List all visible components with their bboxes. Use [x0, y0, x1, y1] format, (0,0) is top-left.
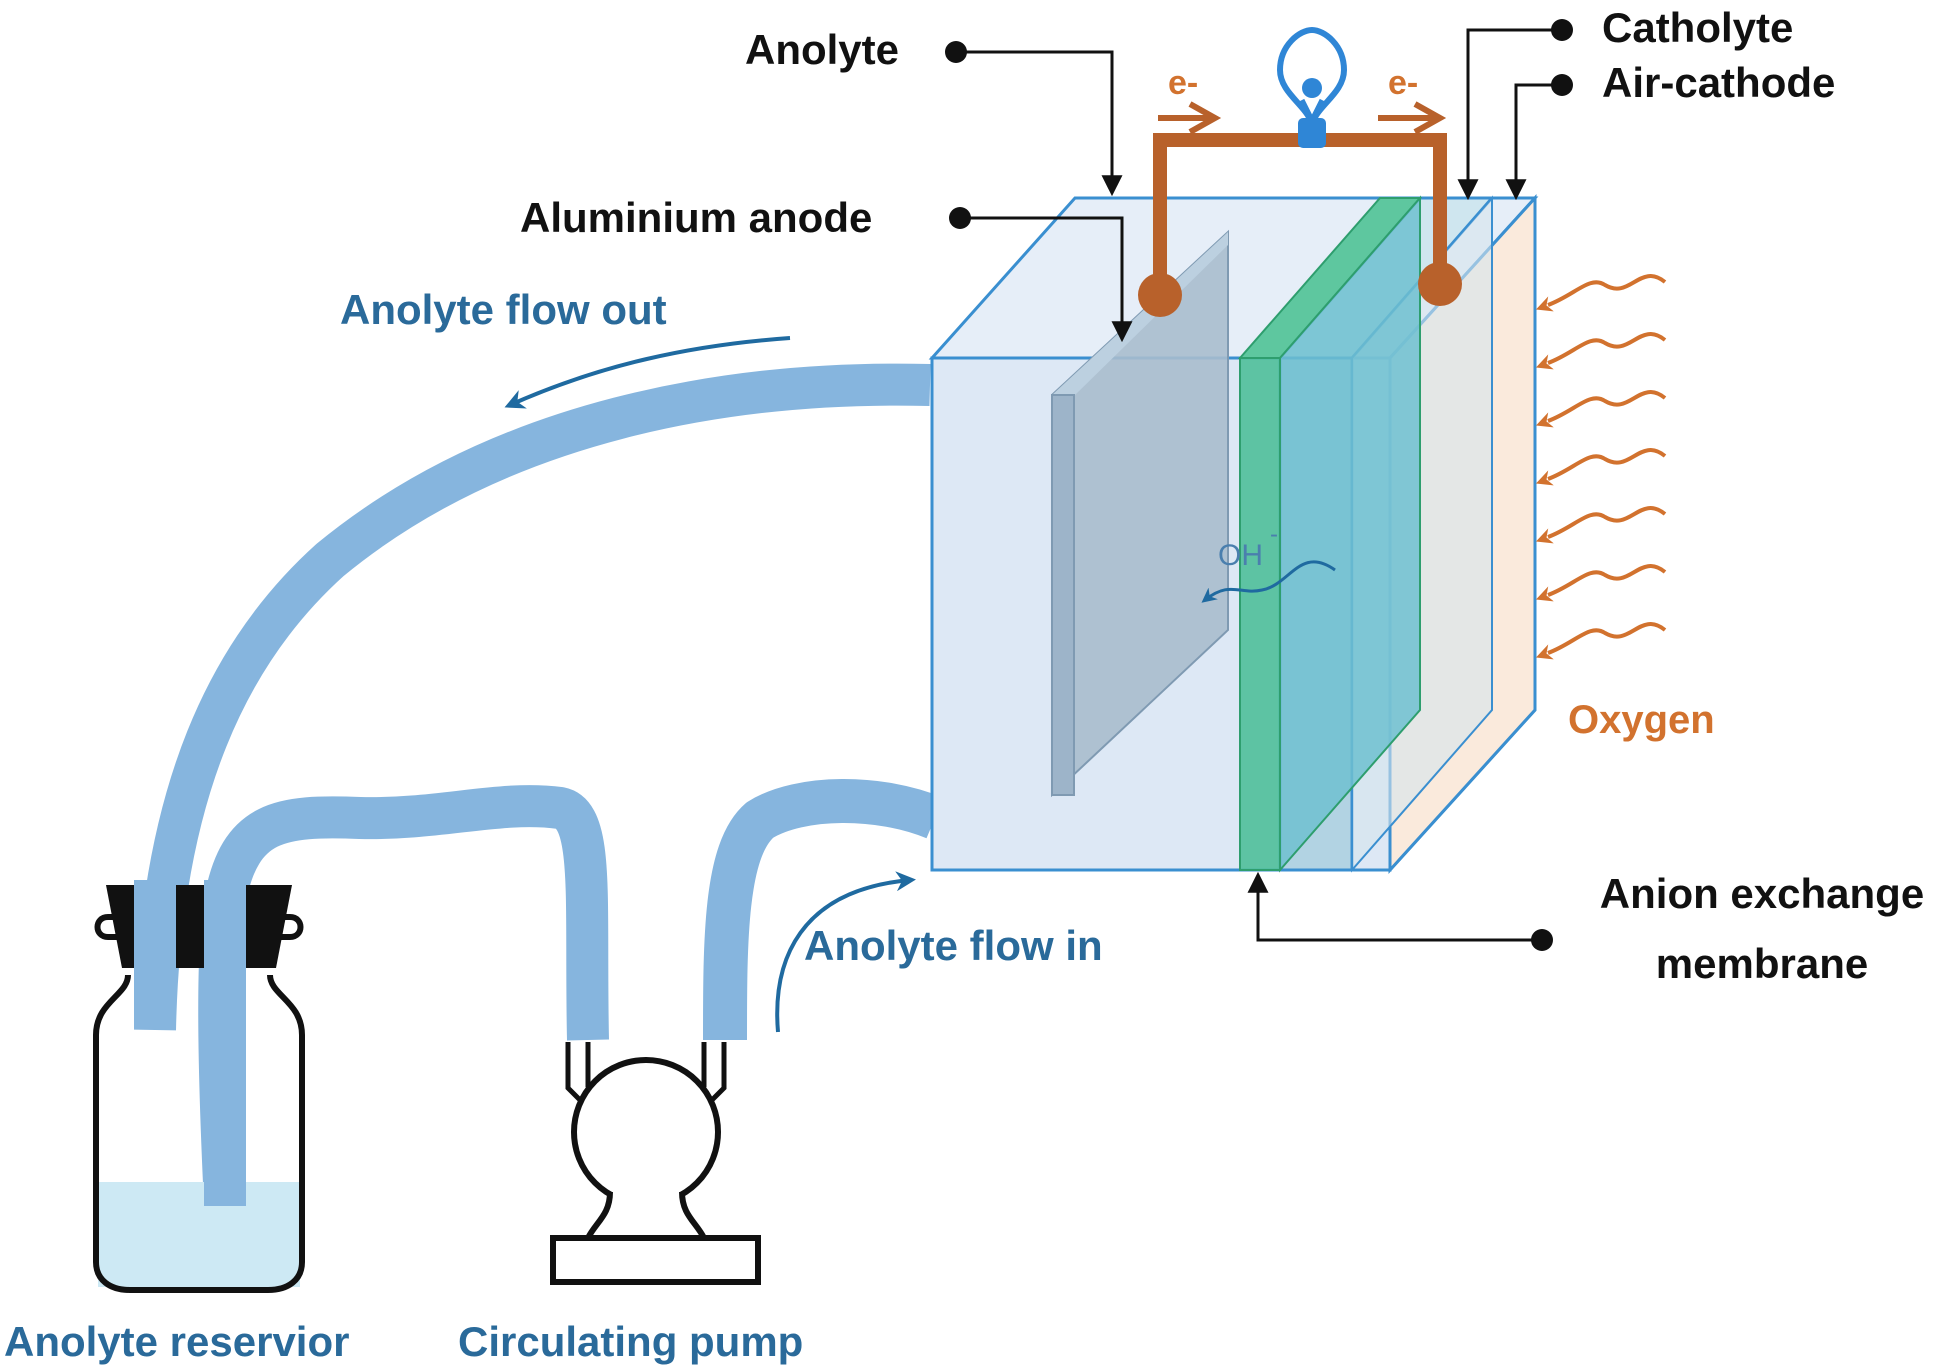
tube-reservoir-to-pump: [198, 785, 609, 1206]
external-circuit: e- e-: [1138, 26, 1462, 317]
hydroxide-ion-label: OH: [1218, 539, 1263, 572]
reservoir-stopper: [106, 885, 292, 968]
aluminium-anode-thickness: [1051, 394, 1075, 796]
reservoir-bottle: [93, 974, 305, 1293]
lightbulb-icon: [1276, 26, 1348, 148]
anolyte-flow-in-label: Anolyte flow in: [804, 922, 1103, 969]
air-cathode-label: Air-cathode: [1602, 59, 1835, 106]
aluminium-anode-edge: [1052, 232, 1228, 395]
anolyte-reservoir: [93, 880, 305, 1293]
membrane-front: [1239, 357, 1281, 871]
oxygen-supply-arrows: [1535, 274, 1667, 660]
anolyte-label: Anolyte: [745, 26, 899, 73]
aluminium-anode-label: Aluminium anode: [520, 194, 872, 241]
tube-pump-to-cell-inlet: [703, 779, 944, 1041]
cathode-terminal: [1418, 262, 1462, 306]
pump-label: Circulating pump: [458, 1318, 803, 1365]
electron-arrow-right: [1378, 101, 1447, 135]
reservoir-label: Anolyte reservior: [4, 1318, 349, 1365]
hydroxide-migration-arrow: [1201, 560, 1336, 603]
pump-neck: [583, 1191, 709, 1241]
callout-leaders: [945, 19, 1573, 951]
flow-out-arrow: [504, 336, 791, 409]
oxygen-label: Oxygen: [1568, 698, 1715, 742]
membrane-label-line1: Anion exchange: [1600, 870, 1924, 917]
anolyte-flow-out-label: Anolyte flow out: [340, 286, 667, 333]
flow-in-arrow: [775, 871, 916, 1033]
catholyte-label: Catholyte: [1602, 4, 1793, 51]
circulating-pump: [550, 1042, 761, 1285]
electron-arrow-left: [1158, 101, 1222, 135]
anode-terminal: [1138, 273, 1182, 317]
pump-base: [550, 1235, 761, 1285]
hydroxide-charge-label: -: [1270, 521, 1278, 548]
electron-label-left: e-: [1168, 64, 1198, 102]
reservoir-liquid: [98, 1182, 300, 1287]
electron-label-right: e-: [1388, 64, 1418, 102]
pump-body: [571, 1057, 721, 1207]
membrane-label-line2: membrane: [1656, 940, 1868, 987]
tube-anolyte-outlet: [134, 363, 931, 1031]
